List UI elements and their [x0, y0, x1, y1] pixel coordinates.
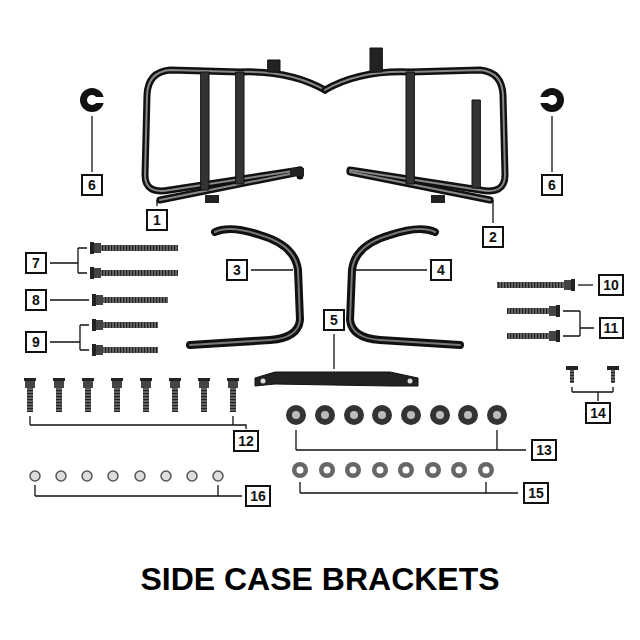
- washer: [292, 462, 494, 478]
- callout-box: 3: [226, 259, 248, 281]
- callout-box: 11: [599, 317, 624, 339]
- callout-box: 16: [245, 485, 271, 507]
- bolt: [24, 378, 239, 412]
- callout-number: 16: [250, 488, 266, 504]
- callout-box: 7: [25, 252, 47, 274]
- callout-box: 10: [598, 274, 624, 296]
- side-case-bracket: [325, 48, 505, 203]
- callout-number: 7: [32, 255, 40, 271]
- bolt: [92, 344, 158, 356]
- bolt: [507, 305, 560, 317]
- callout-box: 2: [482, 226, 504, 248]
- callout-number: 4: [437, 262, 445, 278]
- callout-number: 15: [528, 485, 544, 501]
- callout-number: 3: [233, 262, 241, 278]
- callout-box: 14: [585, 402, 611, 424]
- callout-number: 12: [238, 433, 254, 449]
- bolt: [497, 279, 575, 291]
- clip: [80, 88, 106, 112]
- callout-box: 5: [323, 309, 345, 331]
- callout-number: 5: [330, 312, 338, 328]
- callout-box: 13: [531, 439, 557, 461]
- callout-number: 13: [536, 442, 552, 458]
- callout-box: 6: [81, 174, 103, 196]
- callout-number: 11: [604, 320, 619, 336]
- bolt: [92, 319, 158, 331]
- callout-box: 4: [430, 259, 452, 281]
- callout-number: 14: [590, 405, 606, 421]
- callout-number: 2: [489, 229, 497, 245]
- guard-tube: [350, 229, 460, 345]
- callout-number: 6: [548, 177, 556, 193]
- bolt: [90, 267, 178, 279]
- guard-tube: [190, 229, 300, 345]
- callout-box: 9: [25, 331, 47, 353]
- callout-box: 8: [25, 289, 47, 311]
- callout-number: 1: [153, 212, 161, 228]
- side-case-bracket: [145, 60, 325, 203]
- callout-box: 6: [541, 174, 563, 196]
- bolt: [507, 330, 560, 342]
- callout-number: 9: [32, 334, 40, 350]
- callout-number: 6: [88, 177, 96, 193]
- nut: [30, 471, 223, 481]
- screw: [566, 366, 578, 383]
- callout-box: 15: [523, 482, 549, 504]
- leader-line: [30, 116, 613, 496]
- screw: [607, 366, 619, 383]
- callout-box: 1: [146, 209, 168, 231]
- callout-number: 8: [32, 292, 40, 308]
- cross-bar: [255, 372, 418, 386]
- grommet: [286, 405, 507, 425]
- bolt: [92, 294, 168, 306]
- callout-number: 10: [603, 277, 619, 293]
- callout-box: 12: [233, 430, 259, 452]
- diagram-title: SIDE CASE BRACKETS: [0, 560, 640, 598]
- bolt: [90, 242, 178, 254]
- clip: [538, 88, 564, 112]
